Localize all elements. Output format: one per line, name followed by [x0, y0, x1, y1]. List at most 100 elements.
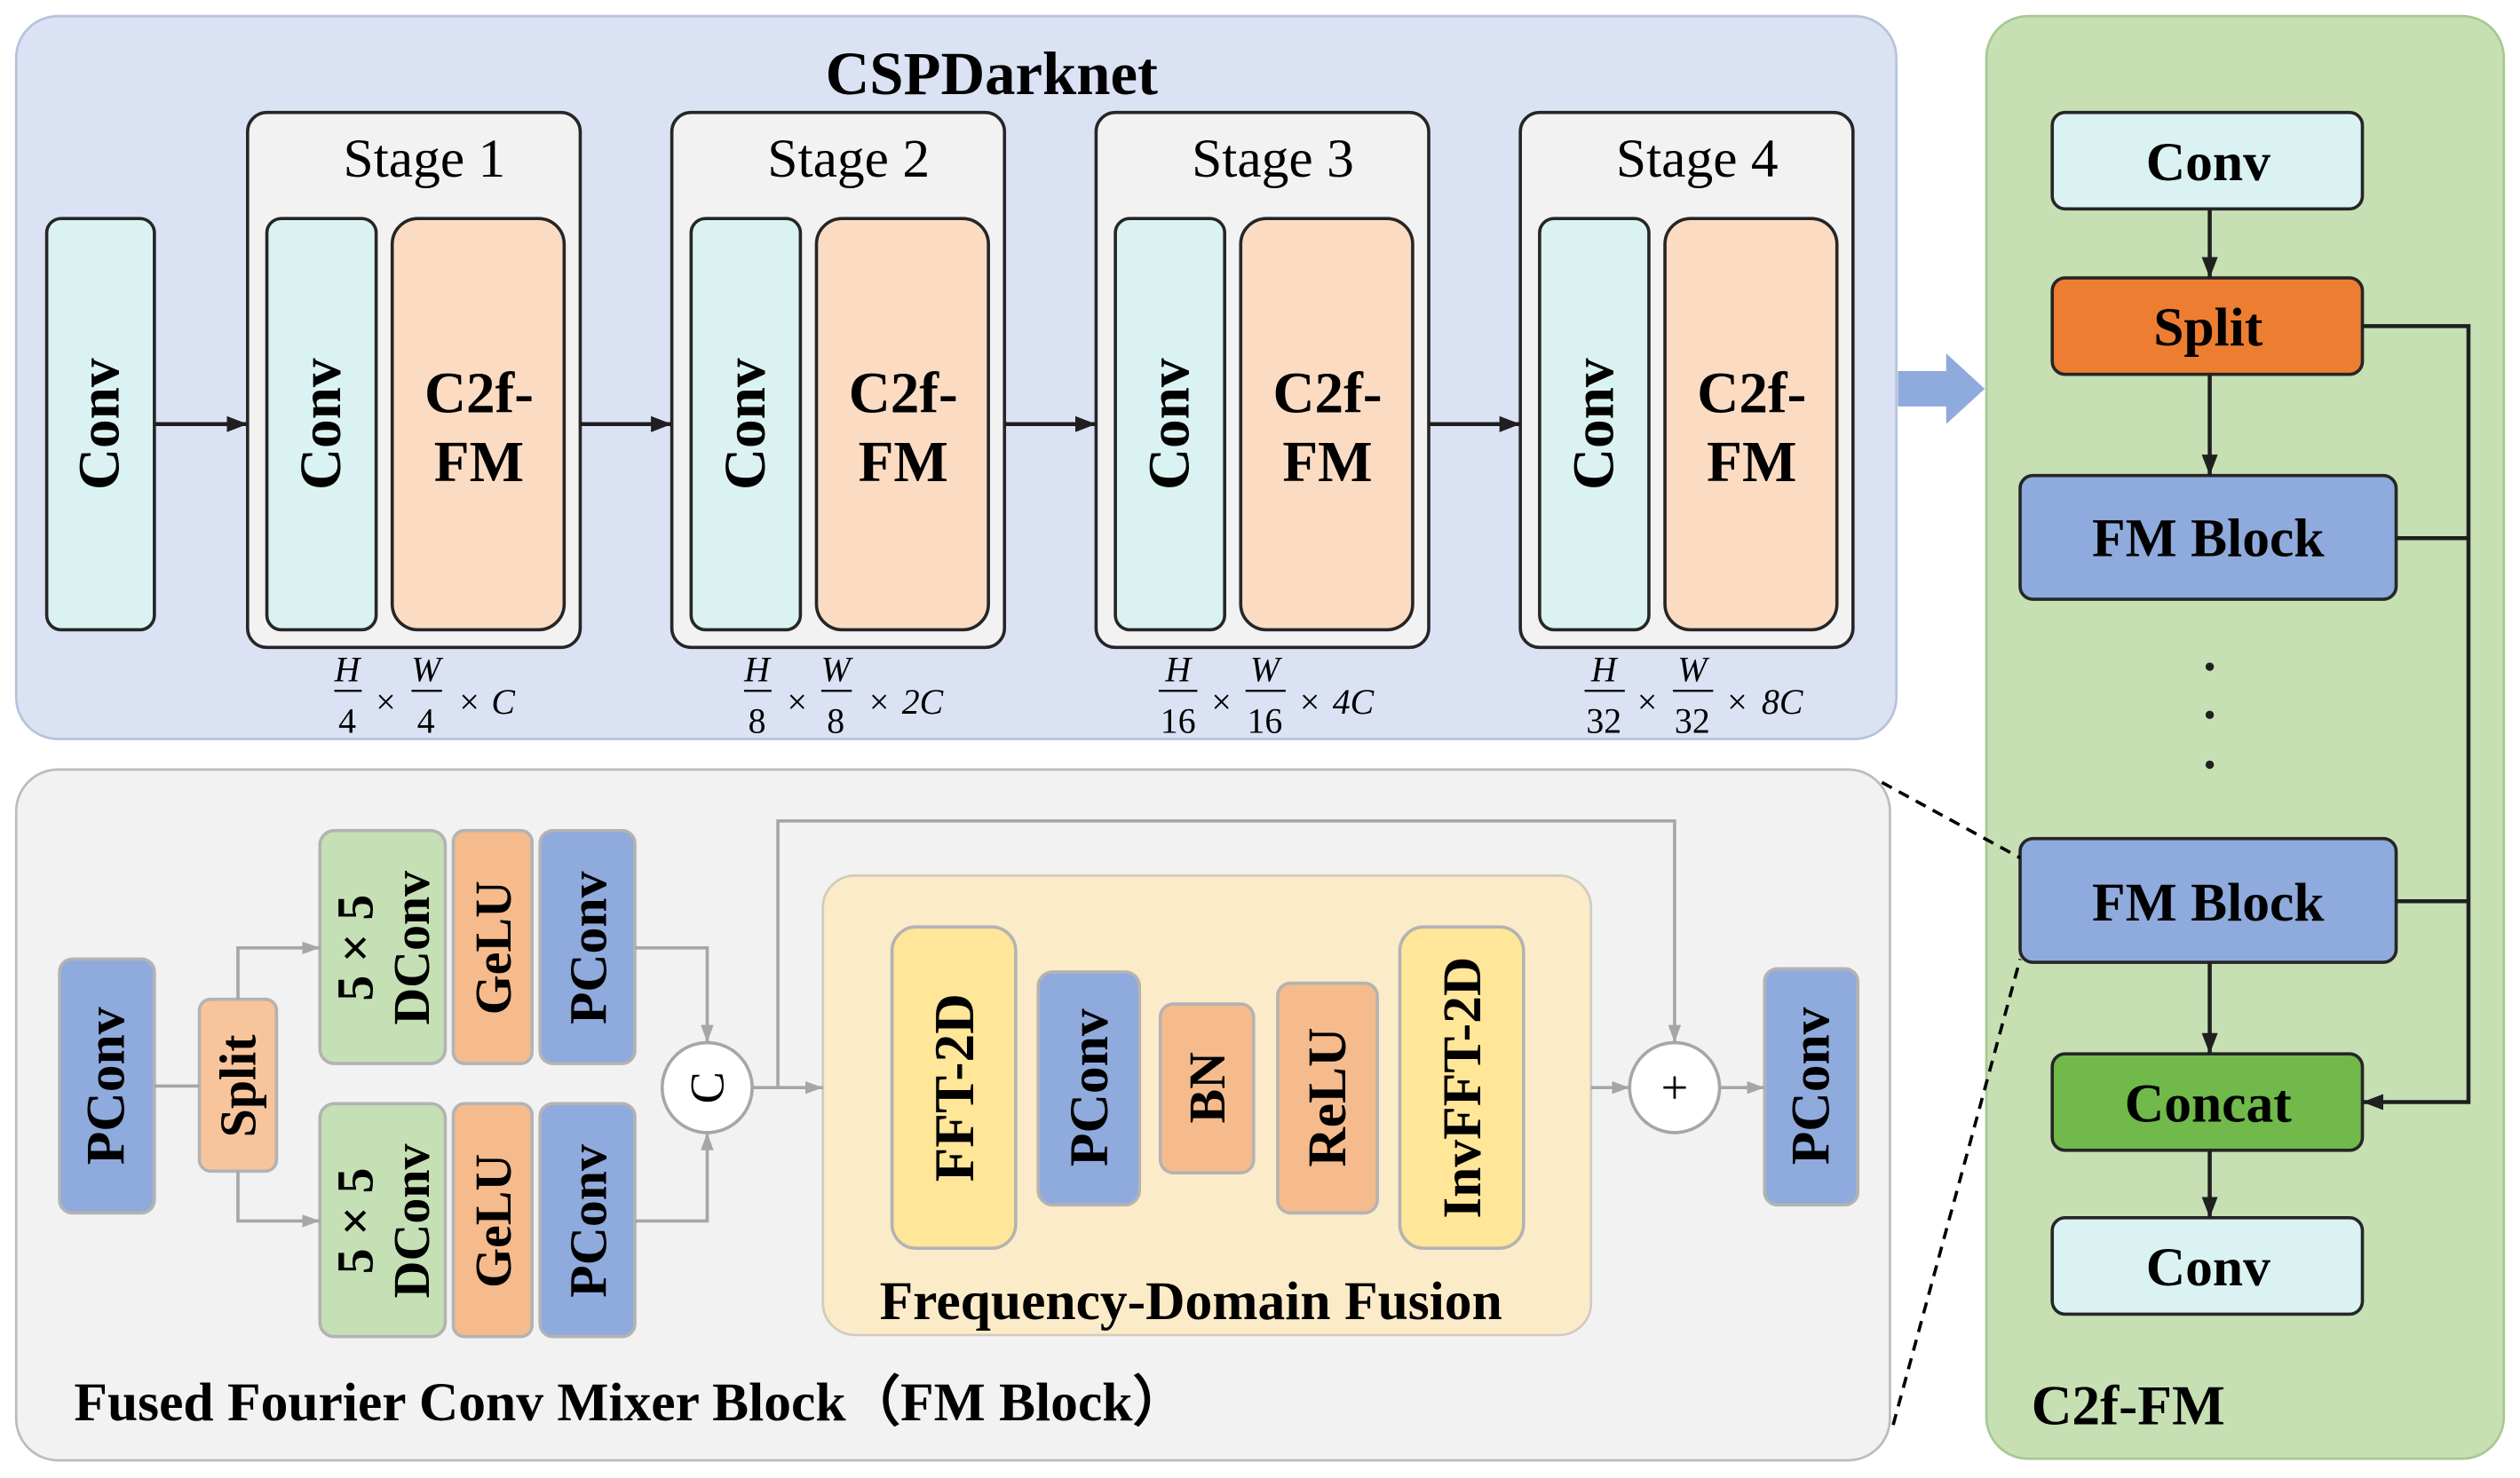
- expand-arrow-icon: [1898, 353, 1985, 424]
- fm-branch-upper: 5 × 5 DConv GeLU PConv: [318, 828, 637, 1065]
- arrow-split-to-lower-branch: [236, 1171, 321, 1228]
- stage-2-dim-w-den: 8: [827, 702, 844, 741]
- stage-3-c2f-box: [1239, 217, 1415, 632]
- stage-4-c2f-box: [1663, 217, 1839, 632]
- stage-1: Stage 1 Conv C2f- FM: [246, 110, 582, 650]
- c2f-conv-in-box: [2050, 110, 2365, 211]
- zoom-connector-bottom: [1891, 958, 2022, 1426]
- stage-4-dim-w: W: [1677, 651, 1710, 690]
- stage-4: Stage 4 Conv C2f- FM: [1518, 110, 1855, 650]
- fm-split-label: Split: [209, 1034, 266, 1138]
- stage-2-c2f-box: [814, 217, 990, 632]
- stage-2-dim-times-2: ×: [869, 683, 889, 722]
- fusion-pconv-box: [1036, 970, 1142, 1207]
- stage-4-dim-times-1: ×: [1637, 683, 1657, 722]
- cspdarknet-section: CSPDarknet Conv Stage 1 Conv C2f- FM Sta…: [14, 14, 1898, 741]
- stage-3-dim-times-2: ×: [1300, 683, 1319, 722]
- fm-branch-lower-dconv-label: DConv: [383, 1144, 440, 1299]
- stage-2-c2f-label-line1: C2f-: [849, 361, 958, 425]
- fm-branch-lower: 5 × 5 DConv GeLU PConv: [318, 1102, 637, 1339]
- stage-1-c2f-box: [390, 217, 567, 632]
- relu-label: ReLU: [1297, 1027, 1358, 1166]
- arrow-upper-branch-to-concat: [634, 945, 714, 1043]
- stage-3-title: Stage 3: [1192, 129, 1354, 189]
- inv-fft-2d-box: [1398, 925, 1525, 1251]
- stage-2-c2f-label-line2: FM: [859, 431, 948, 494]
- residual-connection: [776, 818, 1682, 1088]
- c2f-fm-title: C2f-FM: [2032, 1375, 2225, 1437]
- c2f-conv-in-label: Conv: [2146, 132, 2270, 193]
- stage-1-dim-times-1: ×: [376, 683, 395, 722]
- fm-block-title: Fused Fourier Conv Mixer Block（FM Block）: [74, 1372, 1187, 1433]
- stage-3-dims: H 16 × W 16 × 4C: [1158, 651, 1375, 741]
- fft-2d-label: FFT-2D: [923, 993, 986, 1182]
- stage-2-dim-h: H: [743, 651, 772, 690]
- fm-branch-upper-gelu-box: [451, 828, 534, 1065]
- ellipsis-dot-1: [2205, 662, 2215, 671]
- stage-1-conv-box: [265, 217, 378, 632]
- c2f-conv-out-box: [2050, 1216, 2365, 1316]
- stage-1-dim-w-den: 4: [417, 702, 435, 741]
- stage-4-c2f-label-line1: C2f-: [1697, 361, 1806, 425]
- stage-2-dim-times-1: ×: [788, 683, 807, 722]
- stage-4-dim-times-2: ×: [1727, 683, 1747, 722]
- bn-label: BN: [1178, 1052, 1236, 1124]
- stage-3-c2f-label-line1: C2f-: [1273, 361, 1383, 425]
- stage-1-conv-label: Conv: [289, 358, 353, 490]
- add-op-symbol: +: [1661, 1061, 1689, 1114]
- fusion-pconv-label: PConv: [1059, 1008, 1120, 1166]
- skip-split-to-concat: [2362, 324, 2471, 1110]
- bn-box: [1158, 1002, 1256, 1174]
- stage-3-dim-h-den: 16: [1161, 702, 1196, 741]
- stage-1-dim-channels: C: [491, 683, 515, 722]
- stage-3-dim-w: W: [1250, 651, 1283, 690]
- stage-4-dim-channels: 8C: [1762, 683, 1803, 722]
- inv-fft-2d-label: InvFFT-2D: [1432, 957, 1493, 1219]
- stage-4-c2f-label-line2: FM: [1707, 431, 1796, 494]
- stage-2-dim-h-den: 8: [749, 702, 766, 741]
- stage-3-dim-channels: 4C: [1333, 683, 1375, 722]
- relu-box: [1276, 981, 1379, 1215]
- stage-3-conv-label: Conv: [1138, 358, 1202, 490]
- stage-2-dim-w: W: [821, 651, 854, 690]
- stage-1-dim-times-2: ×: [459, 683, 479, 722]
- fm-branch-lower-gelu-label: GeLU: [464, 1154, 522, 1288]
- stage-1-c2f-label-line1: C2f-: [424, 361, 534, 425]
- arrow-split-to-upper-branch: [236, 941, 321, 1000]
- fm-pconv-in-label: PConv: [76, 1007, 137, 1165]
- fm-branch-upper-pconv-label: PConv: [559, 871, 618, 1024]
- fm-branch-lower-pconv-label: PConv: [559, 1144, 618, 1298]
- fm-block-section: Fused Fourier Conv Mixer Block（FM Block）…: [14, 768, 1891, 1462]
- stage-1-title: Stage 1: [344, 129, 506, 189]
- stage-3: Stage 3 Conv C2f- FM: [1094, 110, 1430, 650]
- stage-4-conv-label: Conv: [1562, 358, 1626, 490]
- arrow-lower-branch-to-concat: [634, 1132, 714, 1223]
- stage-3-conv-box: [1113, 217, 1226, 632]
- fm-branch-upper-gelu-label: GeLU: [464, 881, 522, 1015]
- stage-4-dim-h: H: [1590, 651, 1619, 690]
- c2f-concat-label: Concat: [2125, 1073, 2292, 1134]
- stage-1-dim-w: W: [411, 651, 444, 690]
- stage-4-conv-box: [1538, 217, 1651, 632]
- stage-1-c2f-label-line2: FM: [434, 431, 524, 494]
- stage-2-title: Stage 2: [767, 129, 930, 189]
- stage-3-c2f-label-line2: FM: [1282, 431, 1372, 494]
- stage-1-dims: H 4 × W 4 × C: [334, 651, 516, 741]
- c2f-conv-out-label: Conv: [2146, 1237, 2270, 1298]
- frequency-fusion-title: Frequency-Domain Fusion: [880, 1271, 1502, 1332]
- stage-2: Stage 2 Conv C2f- FM: [670, 110, 1007, 650]
- stage-3-dim-h: H: [1164, 651, 1193, 690]
- fft-2d-box: [890, 925, 1018, 1251]
- stage-4-dim-w-den: 32: [1675, 702, 1710, 741]
- c2f-fm-section: Conv Split FM Block FM Block Concat Conv…: [1985, 14, 2506, 1460]
- c2f-fm-block-first-label: FM Block: [2092, 508, 2325, 568]
- stage-1-dim-h-den: 4: [338, 702, 356, 741]
- stem-conv-label: Conv: [67, 358, 131, 490]
- stage-4-title: Stage 4: [1616, 129, 1779, 189]
- stage-1-dim-h: H: [334, 651, 362, 690]
- fm-branch-lower-dconv-kernel: 5 × 5: [327, 1168, 384, 1275]
- stage-3-dim-times-1: ×: [1211, 683, 1231, 722]
- stage-2-conv-box: [689, 217, 803, 632]
- fm-branch-upper-dconv-label: DConv: [383, 871, 440, 1025]
